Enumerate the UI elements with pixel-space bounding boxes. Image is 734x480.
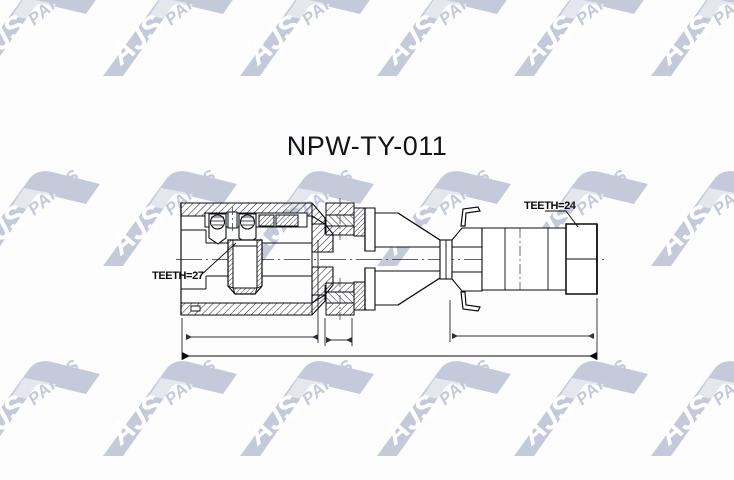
flange-plate-bot [364,267,376,311]
taper-top [374,212,441,248]
dim-overall [182,352,597,360]
ball-right-hatch [241,216,254,226]
taper-bottom [374,270,441,306]
taper-cone-bot [397,277,441,306]
cage-lug-right [258,214,275,227]
inner-race-hatch-b [232,287,258,295]
flange-plate-top [364,207,376,252]
expand-top [451,227,483,248]
taper-cone-top [397,212,441,241]
shaft-body [481,227,567,291]
housing-notch-bl [190,305,201,312]
inner-race-bore [232,245,258,289]
retainer-cup-bot [460,291,481,312]
page-title: NPW-TY-011 [286,131,448,161]
bearing-upper-cap [353,207,366,237]
teeth-left-annotation: TEETH=27 [152,270,204,282]
inner-race-hatch-r [256,239,263,289]
ball-right [239,214,256,230]
expand-bot [451,271,483,292]
dim-flange [326,337,352,343]
teeth-right-annotation: TEETH=24 [524,200,576,212]
retainer-cup-top [460,206,481,227]
teeth-right-leader [565,210,579,228]
cage-lug-right2 [275,214,299,227]
ball-left [209,214,226,230]
bearing-lower-cap [353,281,366,311]
ball-left-hatch [211,216,224,226]
housing-bottom-wall [180,294,326,316]
inner-race-hatch-l [227,239,234,289]
dim-housing [186,334,318,340]
dim-shaft [452,333,594,339]
teeth-left-leader [199,242,237,277]
